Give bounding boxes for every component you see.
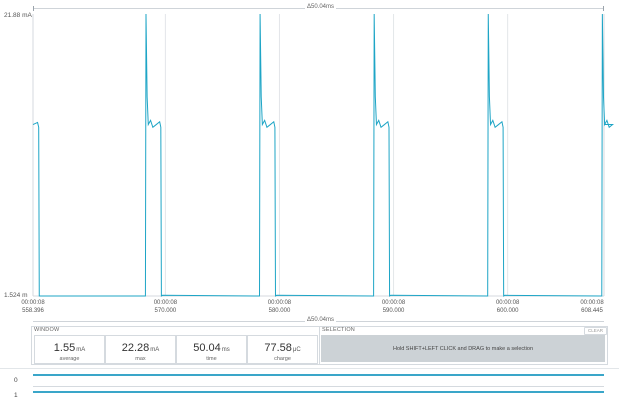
current-chart[interactable] — [0, 0, 619, 300]
x-tick-label: 00:00:08 590.000 — [369, 299, 419, 315]
top-delta-right-tick — [603, 6, 604, 11]
window-title: WINDOW — [34, 327, 60, 333]
bottom-delta-label: Δ50.04ms — [305, 317, 337, 323]
digital-channel-1-trace — [33, 391, 604, 393]
x-tick-value: 570.000 — [154, 308, 177, 314]
clear-button[interactable]: CLEAR — [584, 327, 608, 335]
average-value: 1.55 — [53, 342, 76, 354]
selection-hint: Hold SHIFT+LEFT CLICK and DRAG to make a… — [392, 345, 534, 352]
digital-channel-0-baseline — [33, 386, 604, 387]
average-unit: mA — [76, 347, 86, 353]
y-min-label: 1.524 m — [4, 292, 28, 299]
x-tick-label: 00:00:08 570.000 — [140, 299, 190, 315]
x-tick-value: 590.000 — [382, 308, 405, 314]
selection-title: SELECTION — [322, 327, 355, 333]
charge-unit: μC — [292, 347, 301, 353]
time-stat: 50.04ms time — [176, 335, 247, 364]
charge-caption: charge — [274, 356, 291, 362]
selection-hint-area[interactable]: Hold SHIFT+LEFT CLICK and DRAG to make a… — [321, 335, 605, 362]
time-unit: ms — [221, 347, 230, 353]
charge-stat: 77.58μC charge — [247, 335, 318, 364]
max-caption: max — [135, 356, 146, 362]
x-tick-label: 00:00:08 600.000 — [483, 299, 533, 315]
x-tick-value: 608.445 — [581, 308, 603, 314]
x-tick-label: 00:00:08 558.396 — [8, 299, 58, 315]
top-delta-left-tick — [33, 6, 34, 11]
current-trace — [32, 13, 615, 297]
max-value: 22.28 — [121, 342, 150, 354]
digital-channel-0-label: 0 — [14, 377, 18, 384]
digital-channel-0-trace — [33, 374, 604, 376]
x-tick-value: 580.000 — [268, 308, 291, 314]
time-caption: time — [206, 356, 217, 362]
digital-divider — [0, 368, 619, 369]
x-tick-value: 600.000 — [496, 308, 519, 314]
average-stat: 1.55mA average — [34, 335, 105, 364]
x-tick-value: 558.396 — [22, 308, 44, 314]
max-stat: 22.28mA max — [105, 335, 176, 364]
x-tick-time: 00:00:08 — [495, 300, 520, 306]
x-tick-label: 00:00:08 608.445 — [567, 299, 617, 315]
x-tick-time: 00:00:08 — [21, 300, 45, 306]
x-tick-time: 00:00:08 — [381, 300, 406, 306]
x-tick-time: 00:00:08 — [153, 300, 178, 306]
average-caption: average — [59, 356, 80, 362]
x-tick-label: 00:00:08 580.000 — [254, 299, 304, 315]
max-unit: mA — [150, 347, 160, 353]
digital-channel-1-label: 1 — [14, 392, 18, 399]
x-tick-time: 00:00:08 — [580, 300, 604, 306]
top-delta-label: Δ50.04ms — [305, 4, 337, 10]
charge-value: 77.58 — [264, 342, 292, 354]
time-value: 50.04 — [193, 342, 221, 354]
y-max-label: 21.88 mA — [4, 12, 32, 19]
x-tick-time: 00:00:08 — [267, 300, 292, 306]
